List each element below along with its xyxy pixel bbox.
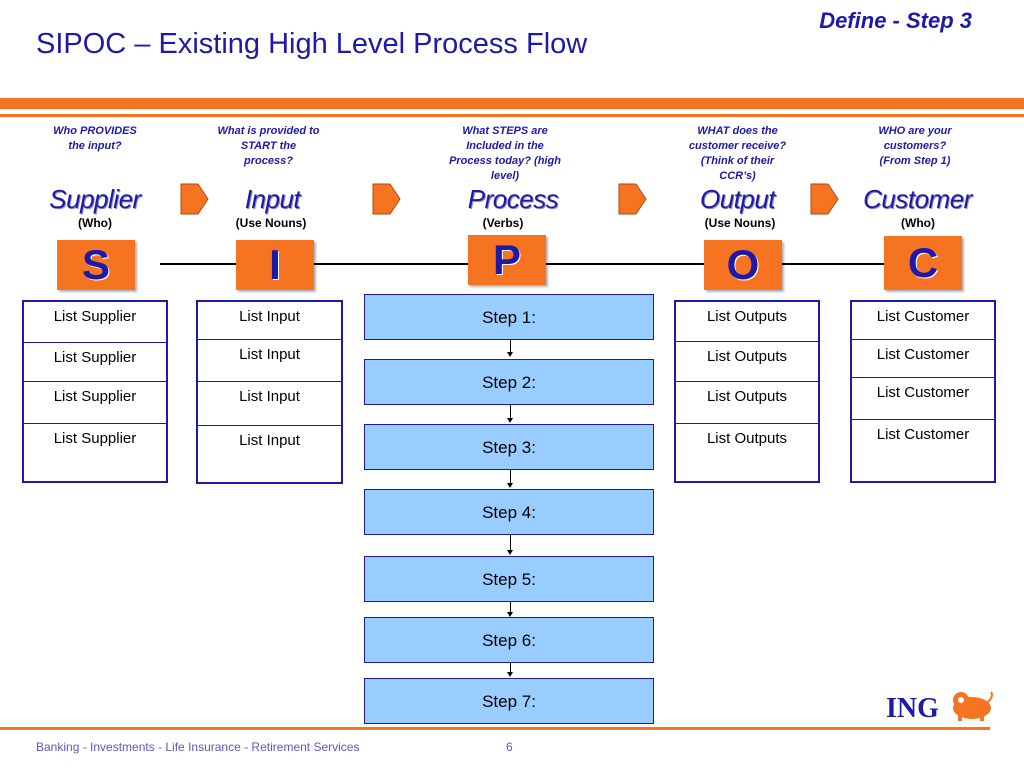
- step-connector: [510, 340, 511, 352]
- flow-arrow-icon: [372, 183, 401, 215]
- letter-s-box: S: [57, 240, 135, 290]
- process-heading: Process: [467, 184, 559, 214]
- list-item: List Input: [198, 302, 341, 340]
- customer-list: List Customer List Customer List Custome…: [850, 300, 996, 483]
- arrow-down-icon: [507, 672, 513, 677]
- process-step: Step 4:: [364, 489, 654, 535]
- list-item: List Supplier: [24, 343, 166, 382]
- supplier-heading: Supplier: [49, 184, 141, 214]
- letter-i-box: I: [236, 240, 314, 290]
- step-connector: [510, 405, 511, 418]
- process-subheading: (Verbs): [482, 216, 524, 230]
- process-step: Step 5:: [364, 556, 654, 602]
- list-item: List Outputs: [706, 430, 788, 447]
- arrow-down-icon: [507, 483, 513, 488]
- list-item: List Outputs: [676, 382, 818, 424]
- list-item: List Input: [239, 432, 300, 449]
- list-item: List Customer: [852, 340, 994, 378]
- list-item: List Customer: [852, 302, 994, 340]
- supplier-list: List Supplier List Supplier List Supplie…: [22, 300, 168, 483]
- flow-arrow-icon: [618, 183, 647, 215]
- step-connector: [510, 470, 511, 483]
- letter-c-box: C: [884, 236, 962, 290]
- input-question: What is provided to START the process?: [217, 125, 320, 167]
- flow-arrow-icon: [810, 183, 839, 215]
- customer-question: WHO are your customers? (From Step 1): [878, 125, 952, 167]
- supplier-question: Who PROVIDES the input?: [53, 125, 137, 152]
- customer-subheading: (Who): [901, 216, 935, 230]
- flow-arrow-icon: [180, 183, 209, 215]
- arrow-down-icon: [507, 612, 513, 617]
- header-divider-bar: [0, 98, 1024, 109]
- input-heading: Input: [244, 184, 301, 214]
- step-connector: [510, 535, 511, 550]
- list-item: List Supplier: [24, 382, 166, 424]
- arrow-down-icon: [507, 352, 513, 357]
- arrow-down-icon: [507, 418, 513, 423]
- ing-logo-text: ING: [886, 693, 939, 724]
- step-connector: [510, 663, 511, 672]
- step-indicator: Define - Step 3: [819, 8, 972, 33]
- supplier-subheading: (Who): [78, 216, 112, 230]
- output-question: WHAT does the customer receive? (Think o…: [688, 125, 787, 182]
- lion-logo-icon: [953, 691, 993, 721]
- process-question: What STEPS are Included in the Process t…: [449, 125, 561, 182]
- page-number: 6: [506, 740, 513, 754]
- list-item: List Customer: [876, 426, 970, 443]
- list-item: List Supplier: [53, 430, 137, 447]
- list-item: List Input: [198, 382, 341, 426]
- arrow-down-icon: [507, 550, 513, 555]
- process-step: Step 1:: [364, 294, 654, 340]
- list-item: List Outputs: [676, 302, 818, 342]
- header-divider-line: [0, 114, 1024, 117]
- input-list: List Input List Input List Input List In…: [196, 300, 343, 484]
- process-step: Step 6:: [364, 617, 654, 663]
- customer-heading: Customer: [863, 184, 972, 214]
- list-item: List Supplier: [24, 302, 166, 343]
- process-step: Step 3:: [364, 424, 654, 470]
- process-step: Step 2:: [364, 359, 654, 405]
- list-item: List Outputs: [676, 342, 818, 382]
- letter-o-box: O: [704, 240, 782, 290]
- list-item: List Input: [198, 340, 341, 382]
- step-connector: [510, 602, 511, 612]
- input-subheading: (Use Nouns): [235, 216, 307, 230]
- output-heading: Output: [699, 184, 776, 214]
- letter-p-box: P: [468, 235, 546, 285]
- footer-divider: [0, 727, 990, 730]
- process-step: Step 7:: [364, 678, 654, 724]
- output-list: List Outputs List Outputs List Outputs L…: [674, 300, 820, 483]
- footer-text: Banking - Investments - Life Insurance -…: [36, 740, 360, 754]
- page-title: SIPOC – Existing High Level Process Flow: [36, 28, 588, 60]
- output-subheading: (Use Nouns): [704, 216, 776, 230]
- list-item: List Customer: [852, 378, 994, 420]
